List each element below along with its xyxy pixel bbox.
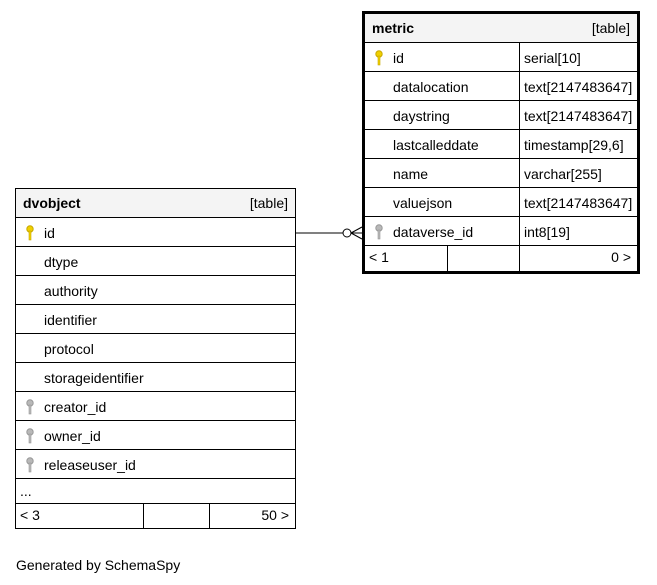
column-row[interactable]: storageidentifier [16, 363, 295, 392]
metric-table[interactable]: metric [table] id serial[10] datalocatio… [362, 11, 640, 274]
dvobject-table[interactable]: dvobject [table] id dtype authority iden… [15, 188, 296, 529]
column-row[interactable]: daystring text[2147483647] [365, 101, 637, 130]
generated-by-label: Generated by SchemaSpy [16, 557, 181, 573]
column-name: creator_id [44, 399, 107, 415]
parents-count: 0 > [611, 249, 631, 265]
table-type-label: [table] [249, 195, 288, 211]
crowfoot-icon [350, 226, 363, 240]
column-name: daystring [393, 108, 450, 124]
table-type-label: [table] [591, 20, 630, 36]
column-row[interactable]: creator_id [16, 392, 295, 421]
column-type: timestamp[29,6] [524, 137, 624, 153]
column-row[interactable]: dtype [16, 247, 295, 276]
foreign-key-icon [374, 224, 384, 240]
column-type: text[2147483647] [524, 108, 633, 124]
column-row[interactable]: lastcalleddate timestamp[29,6] [365, 130, 637, 159]
column-name: datalocation [393, 79, 469, 95]
column-row[interactable]: id serial[10] [365, 43, 637, 72]
column-row[interactable]: name varchar[255] [365, 159, 637, 188]
column-name: owner_id [44, 428, 101, 444]
foreign-key-icon [25, 399, 35, 415]
column-type: text[2147483647] [524, 195, 633, 211]
table-title: metric [372, 20, 415, 36]
column-name: authority [44, 283, 98, 299]
more-columns-row[interactable]: ... [16, 479, 295, 504]
column-name: name [393, 166, 429, 182]
table-footer: < 3 50 > [16, 504, 295, 528]
children-count: < 1 [369, 249, 389, 265]
column-row[interactable]: valuejson text[2147483647] [365, 188, 637, 217]
column-row[interactable]: authority [16, 276, 295, 305]
primary-key-icon [25, 225, 35, 241]
column-name: dataverse_id [393, 224, 474, 240]
column-name: lastcalleddate [393, 137, 479, 153]
optional-circle-icon [342, 228, 352, 238]
column-name: protocol [44, 341, 94, 357]
metric-table-header[interactable]: metric [table] [365, 14, 637, 43]
column-type: int8[19] [524, 224, 570, 240]
column-name: valuejson [393, 195, 453, 211]
column-name: identifier [44, 312, 97, 328]
column-row[interactable]: dataverse_id int8[19] [365, 217, 637, 246]
column-row[interactable]: protocol [16, 334, 295, 363]
more-columns-ellipsis: ... [20, 483, 32, 499]
column-name: releaseuser_id [44, 457, 136, 473]
column-row[interactable]: datalocation text[2147483647] [365, 72, 637, 101]
children-count: < 3 [20, 507, 40, 523]
column-type: serial[10] [524, 50, 581, 66]
column-row[interactable]: owner_id [16, 421, 295, 450]
column-name: id [393, 50, 404, 66]
foreign-key-icon [25, 457, 35, 473]
column-row[interactable]: id [16, 218, 295, 247]
column-row[interactable]: releaseuser_id [16, 450, 295, 479]
primary-key-icon [374, 50, 384, 66]
column-name: id [44, 225, 55, 241]
table-title: dvobject [23, 195, 81, 211]
column-type: text[2147483647] [524, 79, 633, 95]
column-row[interactable]: identifier [16, 305, 295, 334]
dvobject-table-header[interactable]: dvobject [table] [16, 189, 295, 218]
parents-count: 50 > [261, 507, 289, 523]
column-name: dtype [44, 254, 79, 270]
foreign-key-icon [25, 428, 35, 444]
column-type: varchar[255] [524, 166, 602, 182]
table-footer: < 1 0 > [365, 246, 637, 271]
column-name: storageidentifier [44, 370, 144, 386]
